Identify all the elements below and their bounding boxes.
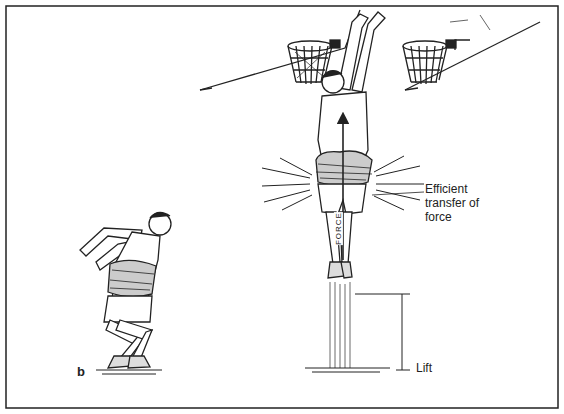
lift-dimension <box>355 294 410 370</box>
motion-lines <box>330 282 350 368</box>
arrow-text: FORCE <box>334 212 343 245</box>
crouching-player <box>80 212 171 368</box>
jumping-player <box>316 12 385 278</box>
force-rays <box>262 156 424 210</box>
frame <box>6 6 558 408</box>
callout-text: Efficient transfer of force <box>425 183 505 224</box>
dimension-label: Lift <box>416 362 456 376</box>
basketball-hoop <box>403 15 540 90</box>
leader-line <box>372 192 424 195</box>
panel-letter: b <box>77 365 97 380</box>
ground-line <box>305 368 390 372</box>
ground-line <box>96 370 162 374</box>
